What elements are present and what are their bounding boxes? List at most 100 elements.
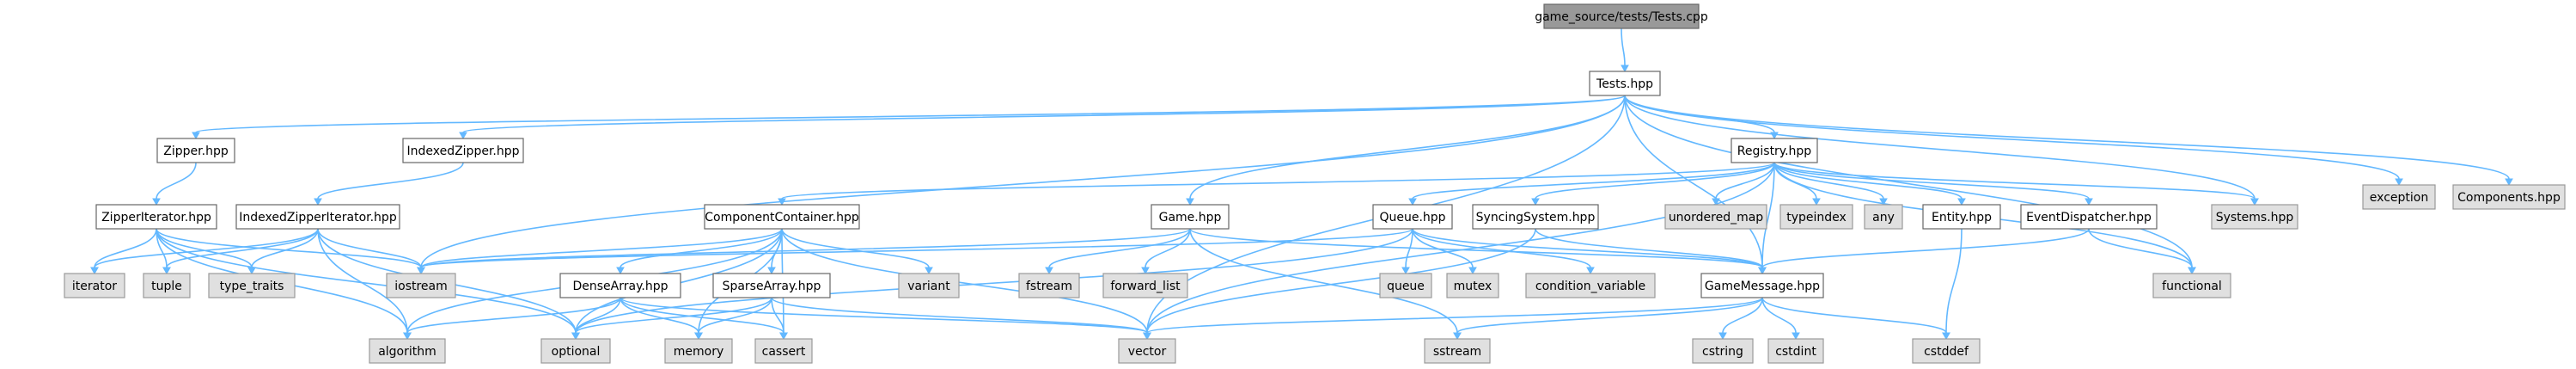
edge-sparse_array-to-optional bbox=[571, 297, 772, 341]
node-algorithm: algorithm bbox=[369, 338, 446, 364]
node-sstream: sstream bbox=[1424, 338, 1491, 364]
node-label: algorithm bbox=[378, 345, 436, 359]
node-systems: Systems.hpp bbox=[2211, 204, 2298, 230]
edge-zipper-to-zipper_iterator bbox=[152, 162, 197, 206]
node-label: cstddef bbox=[1924, 345, 1969, 359]
node-label: memory bbox=[674, 345, 724, 359]
node-optional: optional bbox=[540, 338, 611, 364]
node-label: EventDispatcher.hpp bbox=[2026, 211, 2152, 224]
node-label: DenseArray.hpp bbox=[573, 280, 668, 293]
edge-game_message-to-cstring bbox=[1718, 297, 1763, 341]
node-label: Queue.hpp bbox=[1379, 211, 1445, 224]
node-label: functional bbox=[2162, 280, 2222, 293]
edge-indexed_zipper_iterator-to-tuple bbox=[162, 228, 319, 275]
edge-tests_hpp-to-game_hpp bbox=[1186, 95, 1626, 206]
node-exception: exception bbox=[2362, 184, 2436, 210]
node-zipper-iterator[interactable]: ZipperIterator.hpp bbox=[95, 204, 217, 230]
edge-queue_hpp-to-condition_variable bbox=[1412, 228, 1595, 275]
edge-sparse_array-to-vector bbox=[771, 297, 1151, 341]
node-label: SparseArray.hpp bbox=[723, 280, 821, 293]
node-label: IndexedZipperIterator.hpp bbox=[239, 211, 397, 224]
node-event-dispatcher[interactable]: EventDispatcher.hpp bbox=[2020, 204, 2158, 230]
node-label: queue bbox=[1387, 280, 1425, 293]
node-label: exception bbox=[2370, 191, 2428, 205]
node-label: ZipperIterator.hpp bbox=[101, 211, 211, 224]
edge-game_message-to-sstream bbox=[1453, 297, 1763, 341]
node-cstring: cstring bbox=[1692, 338, 1754, 364]
edge-tests_hpp-to-indexed_zipper bbox=[459, 95, 1626, 140]
node-fstream: fstream bbox=[1018, 273, 1080, 298]
edge-game_hpp-to-forward_list bbox=[1141, 228, 1191, 275]
node-tests-hpp[interactable]: Tests.hpp bbox=[1589, 71, 1661, 96]
node-label: optional bbox=[552, 345, 601, 359]
node-condition-variable: condition_variable bbox=[1525, 273, 1656, 298]
node-game-message[interactable]: GameMessage.hpp bbox=[1700, 273, 1824, 298]
node-label: typeindex bbox=[1786, 211, 1847, 224]
node-label: Game.hpp bbox=[1159, 211, 1222, 224]
node-label: type_traits bbox=[220, 280, 284, 293]
file-nodes: game_source/tests/Tests.cppTests.hppZipp… bbox=[64, 3, 2566, 364]
node-syncing-system[interactable]: SyncingSystem.hpp bbox=[1472, 204, 1599, 230]
node-label: fstream bbox=[1026, 280, 1072, 293]
edge-queue_hpp-to-mutex bbox=[1412, 228, 1477, 275]
node-dense-array[interactable]: DenseArray.hpp bbox=[559, 273, 681, 298]
edge-indexed_zipper_iterator-to-type_traits bbox=[247, 228, 319, 275]
edge-tests_hpp-to-zipper bbox=[192, 95, 1626, 140]
edge-registry-to-systems bbox=[1773, 162, 2259, 206]
node-type-traits: type_traits bbox=[208, 273, 296, 298]
edge-tests_hpp-to-functional bbox=[1624, 95, 2196, 275]
node-label: iterator bbox=[72, 280, 117, 293]
node-label: iostream bbox=[394, 280, 448, 293]
node-label: unordered_map bbox=[1669, 211, 1763, 224]
node-registry[interactable]: Registry.hpp bbox=[1731, 138, 1818, 163]
node-variant: variant bbox=[898, 273, 960, 298]
edge-root-to-tests_hpp bbox=[1621, 28, 1629, 73]
node-label: variant bbox=[907, 280, 950, 293]
edge-dense_array-to-algorithm bbox=[403, 297, 621, 341]
node-indexed-zipper[interactable]: IndexedZipper.hpp bbox=[402, 138, 524, 163]
node-cassert: cassert bbox=[754, 338, 813, 364]
edge-game_message-to-vector bbox=[1143, 297, 1763, 341]
edge-queue_hpp-to-game_message bbox=[1412, 228, 1767, 275]
node-typeindex: typeindex bbox=[1779, 204, 1853, 230]
edge-component_container-to-dense_array bbox=[616, 228, 783, 275]
edge-indexed_zipper_iterator-to-iostream bbox=[317, 228, 425, 275]
node-vector: vector bbox=[1118, 338, 1176, 364]
edge-component_container-to-variant bbox=[781, 228, 933, 275]
edge-game_hpp-to-iostream bbox=[417, 228, 1191, 275]
node-label: Registry.hpp bbox=[1737, 145, 1812, 158]
node-root[interactable]: game_source/tests/Tests.cpp bbox=[1535, 3, 1708, 29]
node-label: SyncingSystem.hpp bbox=[1476, 211, 1596, 224]
node-game-hpp[interactable]: Game.hpp bbox=[1151, 204, 1230, 230]
edge-component_container-to-iostream bbox=[417, 228, 783, 275]
edge-tests_hpp-to-exception bbox=[1624, 95, 2403, 187]
node-label: Components.hpp bbox=[2457, 191, 2561, 205]
node-indexed-zipper-iterator[interactable]: IndexedZipperIterator.hpp bbox=[235, 204, 400, 230]
node-memory: memory bbox=[664, 338, 733, 364]
node-sparse-array[interactable]: SparseArray.hpp bbox=[712, 273, 831, 298]
node-iostream: iostream bbox=[386, 273, 456, 298]
edge-registry-to-component_container bbox=[778, 162, 1775, 206]
node-label: tuple bbox=[151, 280, 182, 293]
node-label: sstream bbox=[1433, 345, 1481, 359]
edge-event_dispatcher-to-functional bbox=[2088, 228, 2196, 275]
node-label: game_source/tests/Tests.cpp bbox=[1535, 10, 1708, 24]
node-zipper[interactable]: Zipper.hpp bbox=[156, 138, 235, 163]
edge-queue_hpp-to-iostream bbox=[417, 228, 1413, 275]
edge-game_message-to-cstdint bbox=[1761, 297, 1800, 341]
node-queue-hpp[interactable]: Queue.hpp bbox=[1372, 204, 1453, 230]
edge-registry-to-any bbox=[1773, 162, 1888, 206]
node-forward-list: forward_list bbox=[1102, 273, 1188, 298]
node-label: GameMessage.hpp bbox=[1705, 280, 1820, 293]
node-cstddef: cstddef bbox=[1912, 338, 1981, 364]
node-unordered-map: unordered_map bbox=[1664, 204, 1767, 230]
node-components: Components.hpp bbox=[2452, 184, 2566, 210]
node-mutex: mutex bbox=[1446, 273, 1499, 298]
node-entity[interactable]: Entity.hpp bbox=[1922, 204, 2001, 230]
node-component-container[interactable]: ComponentContainer.hpp bbox=[704, 204, 860, 230]
edge-sparse_array-to-memory bbox=[694, 297, 772, 341]
node-queue: queue bbox=[1379, 273, 1432, 298]
node-label: vector bbox=[1128, 345, 1167, 359]
node-label: cassert bbox=[762, 345, 806, 359]
